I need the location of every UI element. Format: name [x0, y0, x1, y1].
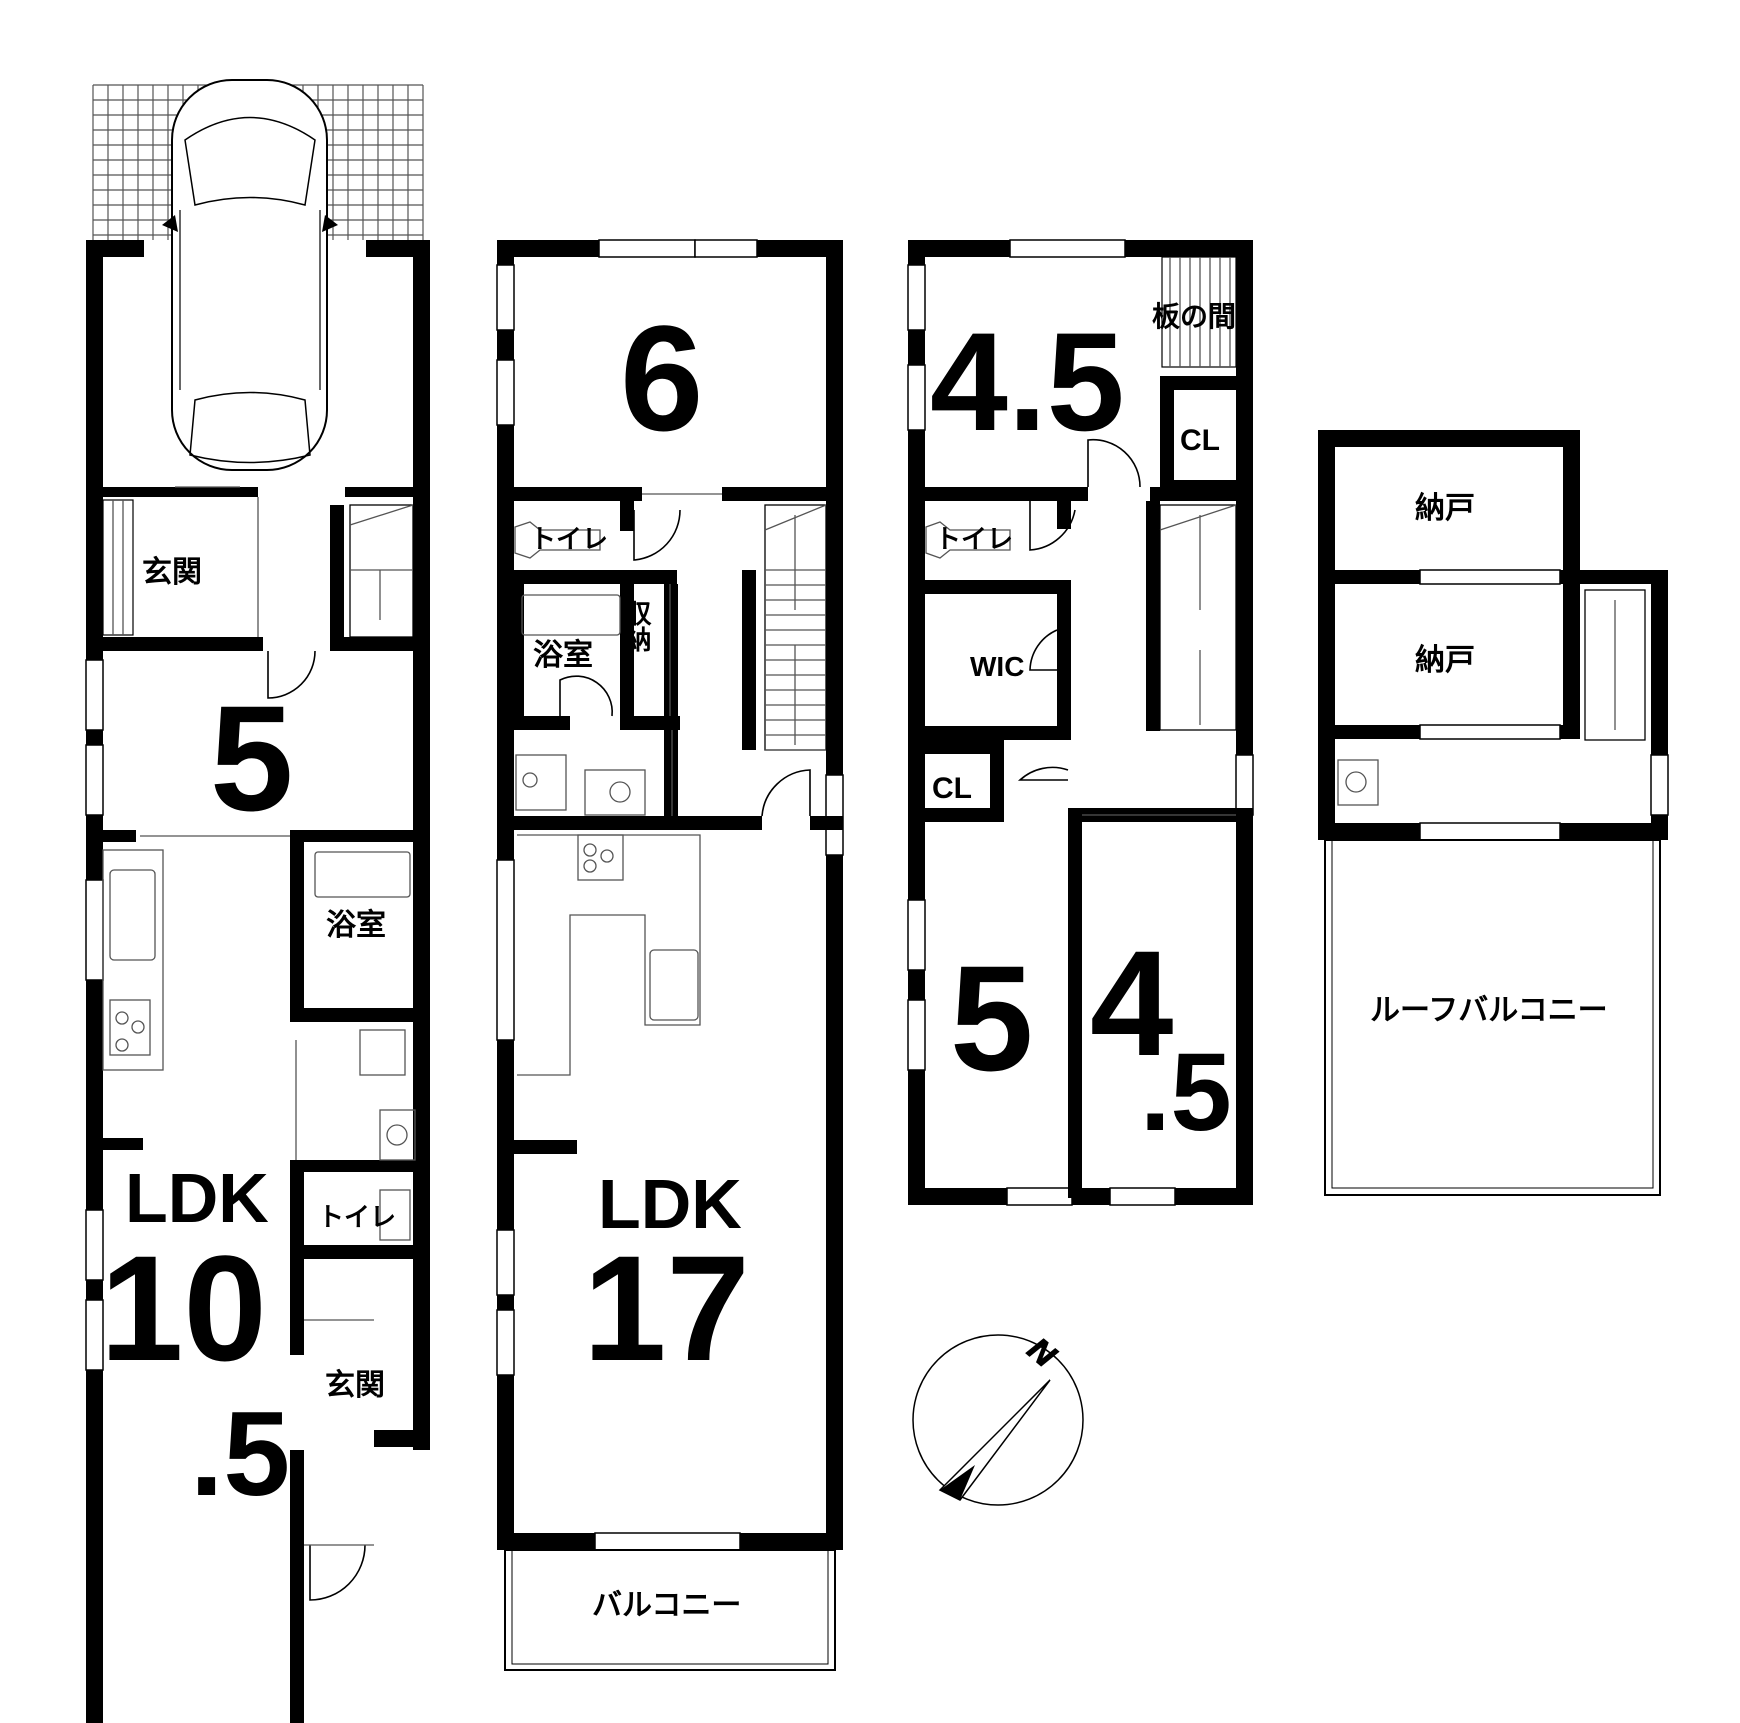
f2-toilet-label: トイレ: [530, 525, 608, 555]
f3-room45b-decimal: .5: [1140, 1031, 1232, 1154]
f1-ldk-decimal: .5: [190, 1387, 290, 1521]
floor-2: [496, 239, 844, 1671]
f1-ldk-label: LDK: [125, 1159, 269, 1237]
floor-4: [1318, 430, 1669, 1196]
f1-genkan-bottom-label: 玄関: [325, 1368, 385, 1403]
car-icon: [162, 79, 338, 471]
f2-bath-label: 浴室: [533, 638, 593, 673]
f3-cl1-label: CL: [1180, 424, 1220, 457]
f1-genkan-top-label: 玄関: [142, 555, 202, 590]
f2-room6-label: 6: [620, 294, 703, 462]
compass-icon: [912, 1334, 1084, 1506]
f4-nando2-label: 納戸: [1415, 643, 1475, 678]
floor-3: [907, 239, 1254, 1206]
f1-ldk-number: 10: [100, 1224, 267, 1392]
f3-cl2-label: CL: [932, 772, 972, 805]
f3-room45a-label: 4.5: [930, 303, 1125, 460]
f3-itanoma-label: 板の間: [1152, 300, 1236, 333]
f1-room5-label: 5: [210, 674, 293, 842]
f1-bath-label: 浴室: [326, 908, 386, 943]
f4-roof-balcony-label: ルーフバルコニー: [1370, 993, 1608, 1028]
f3-room5-label: 5: [950, 934, 1033, 1102]
f3-wic-label: WIC: [970, 651, 1024, 682]
compass-north-letter: N: [1019, 1330, 1064, 1376]
f3-room45b-number: 4: [1090, 919, 1173, 1087]
f2-storage-label: 収納: [621, 600, 651, 652]
f1-toilet-label: トイレ: [318, 1203, 396, 1233]
floor-1: [85, 79, 430, 1723]
f2-balcony-label: バルコニー: [592, 1588, 741, 1623]
f2-ldk-number: 17: [583, 1224, 750, 1392]
f3-toilet-label: トイレ: [935, 525, 1013, 555]
f4-nando1-label: 納戸: [1415, 491, 1475, 526]
f2-ldk-label: LDK: [598, 1165, 742, 1243]
